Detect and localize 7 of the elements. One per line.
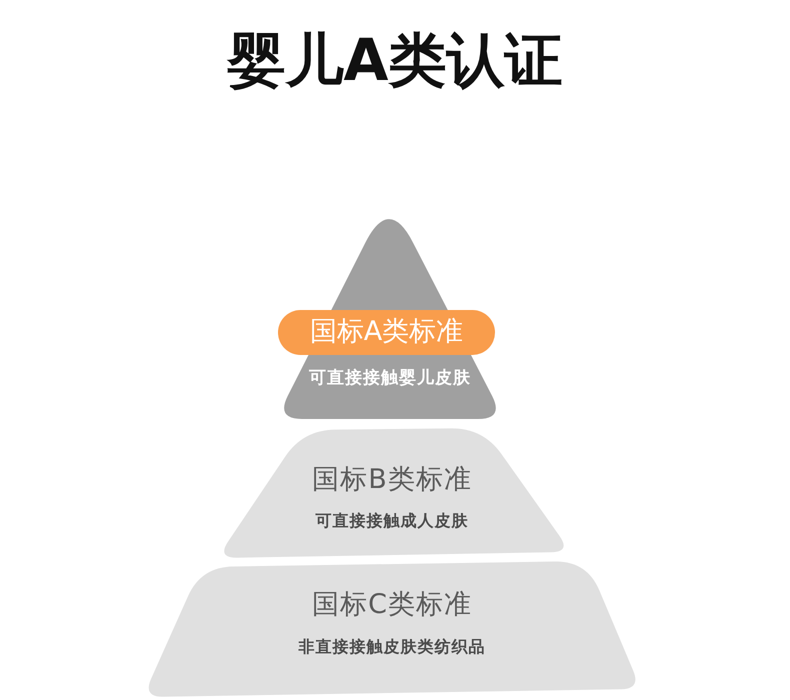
tier-heading: 国标B类标准 [312, 464, 472, 496]
tier-description: 可直接接触成人皮肤 [316, 511, 468, 531]
standard-tag: 国标A类标准 [278, 310, 495, 355]
tier-description: 非直接接触皮肤类纺织品 [298, 637, 486, 657]
tier-heading: 国标C类标准 [312, 588, 472, 622]
tier-description: 可直接接触婴儿皮肤 [309, 368, 471, 388]
title: 婴儿A类认证 [228, 26, 562, 96]
